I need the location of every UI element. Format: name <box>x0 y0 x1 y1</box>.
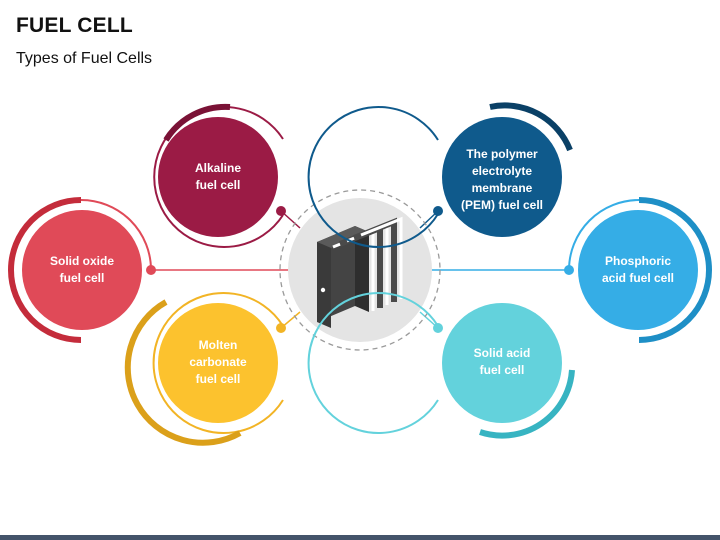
node-label-line: fuel cell <box>195 178 241 192</box>
node-label-molten-carbonate: Molten carbonate fuel cell <box>163 337 273 388</box>
node-label-line: membrane <box>471 181 533 195</box>
solid-oxide-accent-arc <box>8 197 82 343</box>
alkaline-outer-ring <box>153 106 284 248</box>
solid-acid-accent-arc <box>479 369 575 439</box>
node-label-line: Alkaline <box>194 161 242 175</box>
node-label-line: fuel cell <box>59 271 105 285</box>
phosphoric-acid-connector-dot <box>564 265 574 275</box>
node-label-solid-oxide: Solid oxide fuel cell <box>27 253 137 287</box>
phosphoric-acid-outer-ring <box>568 199 640 271</box>
alkaline-circle <box>158 117 278 237</box>
alkaline-connector-dot <box>276 206 286 216</box>
node-label-solid-acid: Solid acid fuel cell <box>447 345 557 379</box>
solid-acid-outer-ring <box>307 292 439 434</box>
footer-bar <box>0 535 720 540</box>
node-label-line: Molten <box>198 338 238 352</box>
molten-carbonate-connector-dot <box>276 323 286 333</box>
page-subtitle: Types of Fuel Cells <box>16 50 153 67</box>
node-label-alkaline: Alkaline fuel cell <box>163 160 273 194</box>
node-label-phosphoric-acid: Phosphoric acid fuel cell <box>583 253 693 287</box>
node-label-line: Phosphoric <box>604 254 671 268</box>
solid-oxide-outer-ring <box>80 199 152 271</box>
node-label-pem: The polymer electrolyte membrane (PEM) f… <box>447 146 557 214</box>
node-label-line: fuel cell <box>195 372 241 386</box>
node-label-line: acid fuel cell <box>601 271 675 285</box>
solid-acid-circle <box>442 303 562 423</box>
node-label-line: electrolyte <box>471 164 533 178</box>
solid-acid-connector-dot <box>433 323 443 333</box>
phosphoric-acid-accent-arc <box>638 197 712 343</box>
node-label-line: fuel cell <box>479 363 525 377</box>
solid-oxide-circle <box>22 210 142 330</box>
node-label-line: The polymer <box>466 147 538 161</box>
solid-oxide-connector-dot <box>146 265 156 275</box>
phosphoric-acid-circle <box>578 210 698 330</box>
molten-carbonate-circle <box>158 303 278 423</box>
pem-accent-arc <box>489 102 573 152</box>
pem-outer-ring <box>307 106 439 248</box>
node-label-line: Solid oxide <box>49 254 114 268</box>
fuel-cell-stack-icon <box>317 216 403 328</box>
page-title: FUEL CELL <box>16 14 133 37</box>
molten-carbonate-accent-arc <box>124 299 242 446</box>
pem-circle <box>442 117 562 237</box>
node-label-line: carbonate <box>189 355 247 369</box>
node-label-line: (PEM) fuel cell <box>460 198 543 212</box>
center-dashed-ring <box>279 189 441 351</box>
node-label-line: Solid acid <box>473 346 531 360</box>
alkaline-accent-arc <box>163 103 231 142</box>
pem-connector-dot <box>433 206 443 216</box>
